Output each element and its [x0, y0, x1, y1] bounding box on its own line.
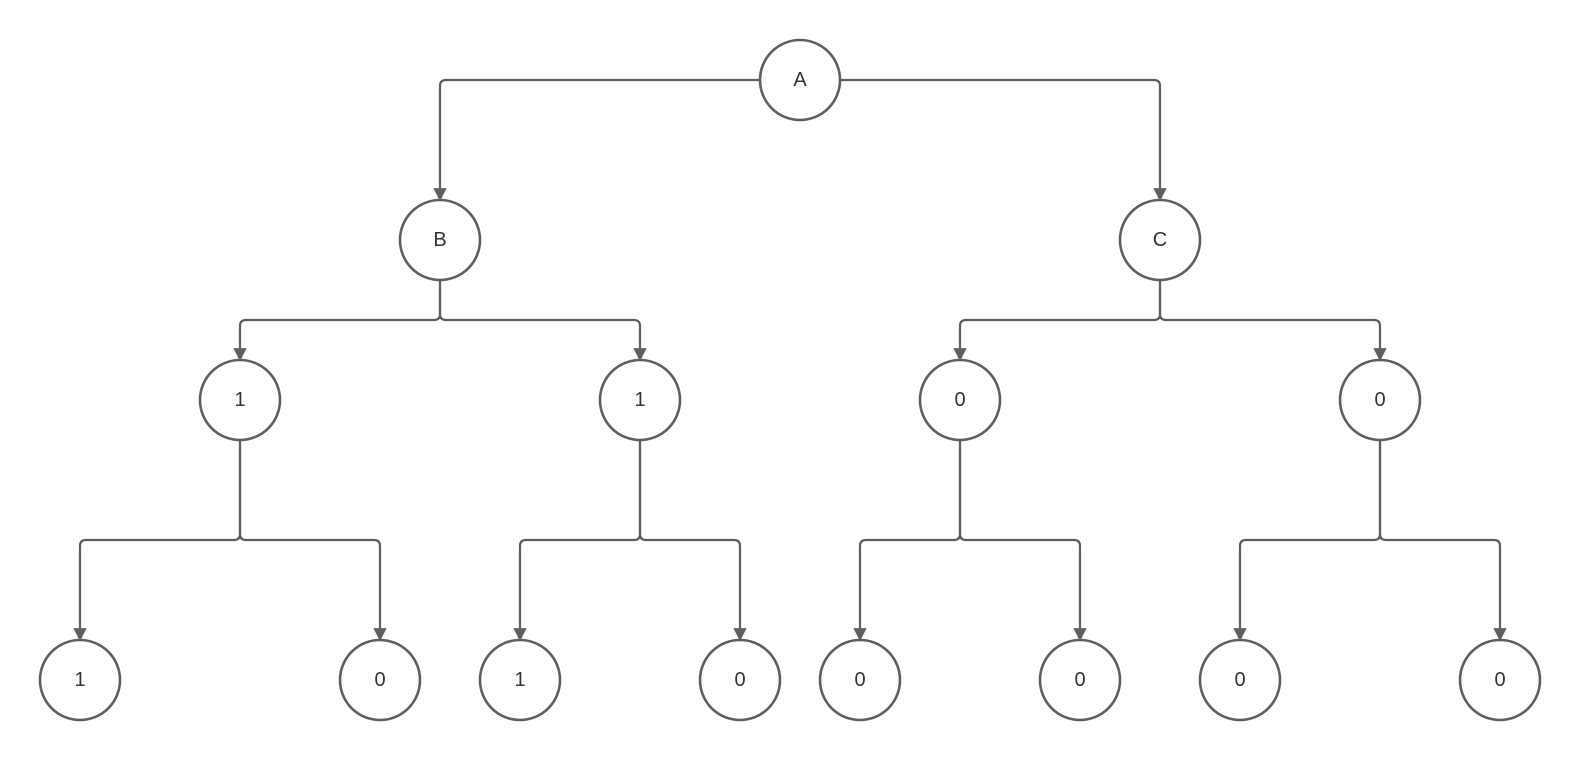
node-cl_right: 0	[1038, 638, 1122, 722]
node-circle	[918, 358, 1002, 442]
node-label: C	[1153, 229, 1167, 251]
node-label: B	[433, 229, 446, 251]
edge-c_left-to-cl_right	[958, 438, 1087, 642]
node-circle	[1038, 638, 1122, 722]
node-circle	[338, 638, 422, 722]
node-circle	[698, 638, 782, 722]
node-label: 0	[374, 669, 385, 691]
node-label: 1	[74, 669, 85, 691]
node-circle	[818, 638, 902, 722]
node-c_right: 0	[1338, 358, 1422, 442]
node-circle	[398, 198, 482, 282]
node-circle	[1118, 198, 1202, 282]
node-circle	[198, 358, 282, 442]
node-br_left: 1	[478, 638, 562, 722]
node-root: A	[758, 38, 842, 122]
node-b_right: 1	[598, 358, 682, 442]
node-label: 0	[954, 389, 965, 411]
edge-b_left-to-bl_right	[238, 438, 387, 642]
node-circle	[1458, 638, 1542, 722]
node-label: 0	[1234, 669, 1245, 691]
edge-b-to-b_left	[233, 278, 442, 362]
node-label: 1	[234, 389, 245, 411]
edges-layer	[73, 78, 1507, 642]
node-cr_right: 0	[1458, 638, 1542, 722]
node-label: 0	[1494, 669, 1505, 691]
nodes-layer: A B C 1 1 0 0 1 0 1 0 0 0 0 0	[38, 38, 1542, 722]
node-cr_left: 0	[1198, 638, 1282, 722]
node-c: C	[1118, 198, 1202, 282]
node-label: A	[793, 69, 807, 91]
node-cl_left: 0	[818, 638, 902, 722]
node-circle	[478, 638, 562, 722]
node-bl_right: 0	[338, 638, 422, 722]
node-circle	[1198, 638, 1282, 722]
edge-b_right-to-br_left	[513, 438, 642, 642]
edge-b_left-to-bl_left	[73, 438, 242, 642]
edge-b-to-b_right	[438, 278, 647, 362]
node-label: 0	[1374, 389, 1385, 411]
node-circle	[758, 38, 842, 122]
edge-c_left-to-cl_left	[853, 438, 962, 642]
edge-c_right-to-cr_right	[1378, 438, 1507, 642]
node-b_left: 1	[198, 358, 282, 442]
node-label: 0	[854, 669, 865, 691]
node-b: B	[398, 198, 482, 282]
node-label: 0	[734, 669, 745, 691]
edge-b_right-to-br_right	[638, 438, 747, 642]
node-bl_left: 1	[38, 638, 122, 722]
node-label: 1	[514, 669, 525, 691]
node-circle	[38, 638, 122, 722]
node-br_right: 0	[698, 638, 782, 722]
node-label: 1	[634, 389, 645, 411]
edge-root-to-c	[838, 78, 1167, 202]
node-label: 0	[1074, 669, 1085, 691]
edge-c-to-c_left	[953, 278, 1162, 362]
edge-root-to-b	[433, 78, 762, 202]
node-circle	[1338, 358, 1422, 442]
edge-c-to-c_right	[1158, 278, 1387, 362]
node-circle	[598, 358, 682, 442]
edge-c_right-to-cr_left	[1233, 438, 1382, 642]
node-c_left: 0	[918, 358, 1002, 442]
